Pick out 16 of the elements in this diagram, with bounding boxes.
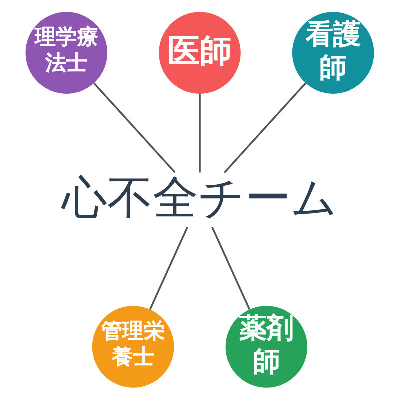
role-circle	[92, 306, 174, 388]
node-text: 理学療法士	[34, 26, 100, 77]
connector-line	[212, 226, 251, 310]
heading-text: 心不全チーム	[60, 172, 339, 228]
node-text: 看護師	[304, 19, 362, 85]
role-circle	[159, 12, 241, 94]
role-circle	[26, 12, 108, 94]
role-circle	[292, 12, 374, 94]
node-text: 管理栄養士	[100, 320, 166, 371]
connector-line	[224, 82, 307, 174]
connector-line	[199, 94, 201, 173]
connector-line	[149, 226, 188, 310]
role-circle	[226, 306, 308, 388]
node-text: 薬剤師	[238, 313, 295, 379]
connector-line	[93, 82, 176, 174]
node-text: 医師	[167, 33, 233, 72]
